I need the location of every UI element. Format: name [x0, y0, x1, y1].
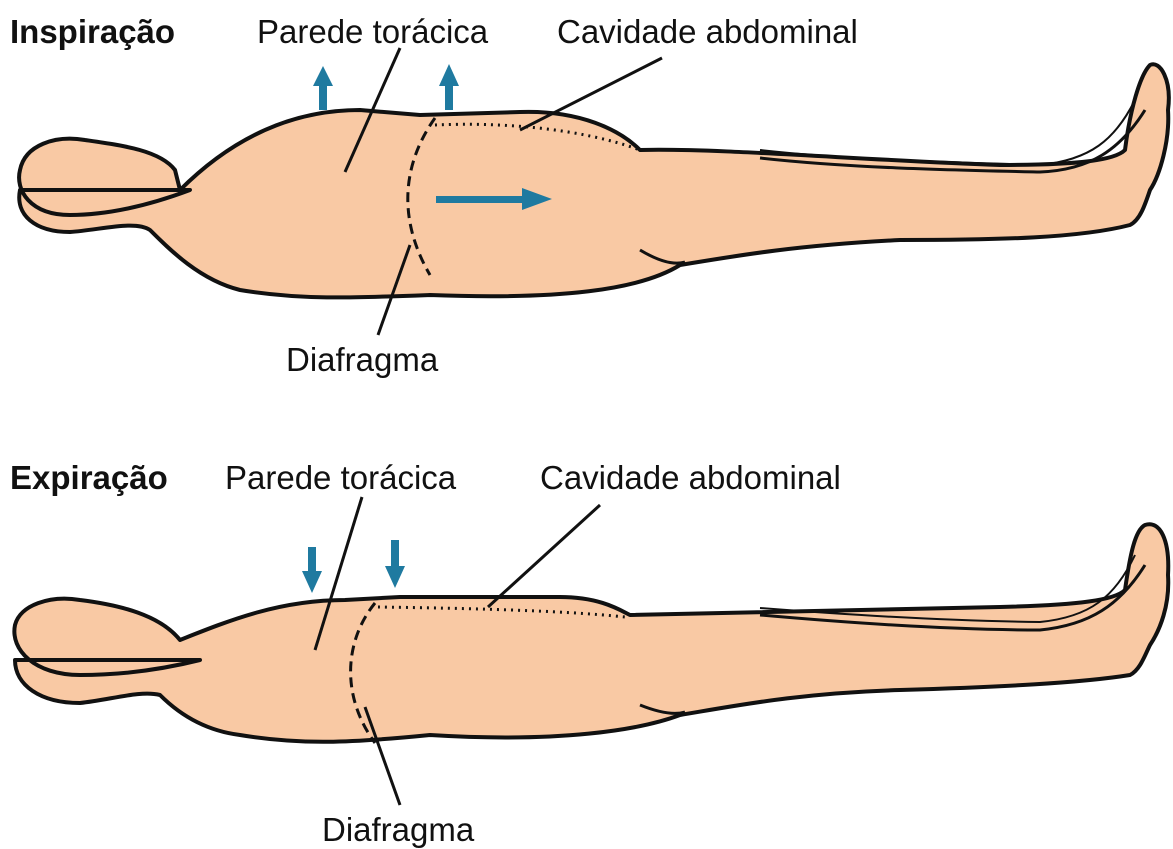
phase-title: Inspiração [10, 15, 175, 48]
abdominal-cavity-label: Cavidade abdominal [557, 15, 858, 48]
arrow-up-icon [313, 66, 333, 110]
body-silhouette [19, 64, 1169, 297]
expiration-panel: Expiração Parede torácica Cavidade abdom… [0, 425, 1173, 849]
chest-wall-label: Parede torácica [225, 461, 456, 494]
arrow-down-icon [302, 547, 322, 593]
abdomen-pointer [488, 505, 600, 607]
chest-wall-label: Parede torácica [257, 15, 488, 48]
inspiration-figure [0, 0, 1173, 420]
abdomen-pointer [520, 58, 662, 130]
inspiration-panel: Inspiração Parede torácica Cavidade abdo… [0, 0, 1173, 420]
arrow-up-icon [439, 64, 459, 110]
body-silhouette [14, 524, 1168, 742]
abdominal-cavity-label: Cavidade abdominal [540, 461, 841, 494]
phase-title: Expiração [10, 461, 168, 494]
arrow-down-icon [385, 540, 405, 588]
diaphragm-label: Diafragma [286, 343, 438, 376]
leg-line-2 [760, 100, 1135, 165]
diaphragm-label: Diafragma [322, 813, 474, 846]
